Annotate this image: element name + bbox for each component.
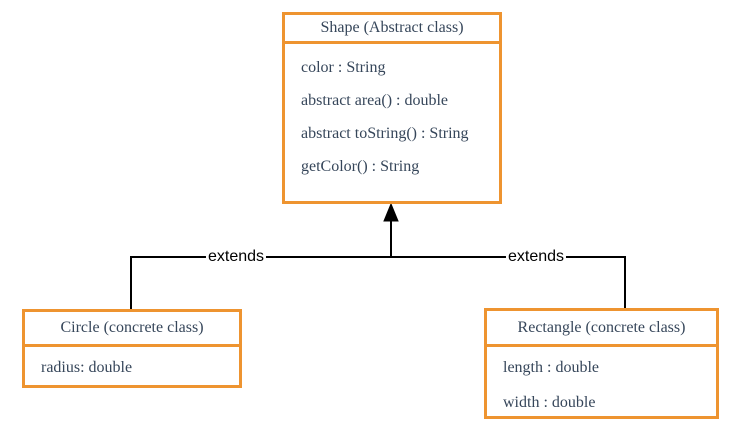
class-members-circle: radius: double (25, 347, 239, 378)
class-box-circle: Circle (concrete class) radius: double (22, 309, 242, 388)
class-member: color : String (301, 59, 386, 76)
class-title-circle: Circle (concrete class) (25, 312, 239, 347)
class-member: abstract area() : double (301, 92, 449, 109)
edge-label-extends-circle: extends (205, 248, 267, 266)
class-member: width : double (503, 394, 596, 411)
edge-label-extends-rectangle: extends (505, 248, 567, 266)
class-member: getColor() : String (301, 158, 420, 175)
class-member: length : double (503, 359, 599, 376)
class-title-rectangle: Rectangle (concrete class) (487, 311, 716, 347)
class-box-shape: Shape (Abstract class) color : String ab… (282, 12, 502, 204)
class-members-shape: color : String abstract area() : double … (285, 44, 499, 177)
class-member: abstract toString() : String (301, 125, 469, 142)
class-members-rectangle: length : double width : double (487, 347, 716, 413)
class-member: radius: double (41, 359, 133, 376)
class-title-shape: Shape (Abstract class) (285, 15, 499, 44)
class-box-rectangle: Rectangle (concrete class) length : doub… (484, 308, 719, 419)
inheritance-arrowhead-icon (383, 202, 399, 222)
